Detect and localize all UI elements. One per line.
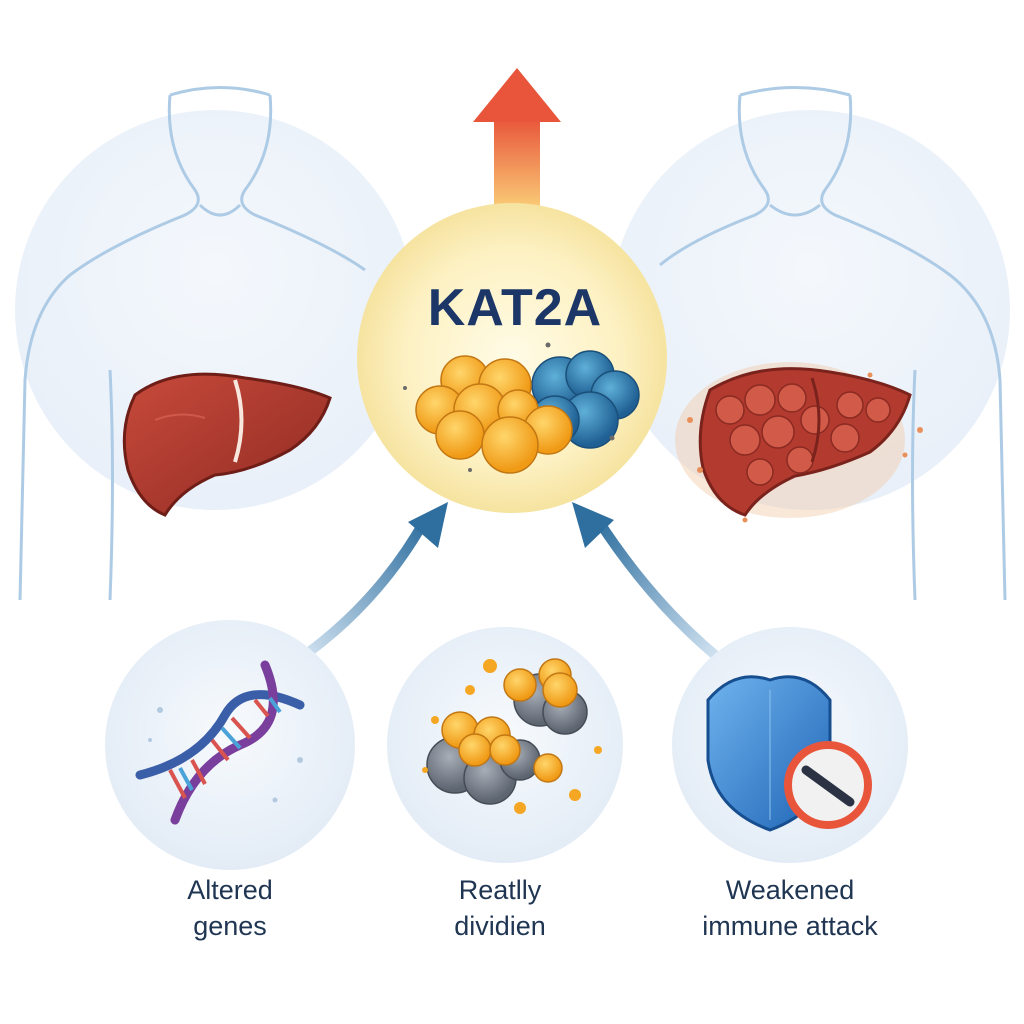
label-line1: Weakened <box>725 875 855 905</box>
factor-weakened-immune <box>672 627 908 863</box>
kat2a-title: KAT2A <box>427 279 603 337</box>
body-outline-left <box>18 86 366 601</box>
label-rapid-division: Reatlly dividien <box>380 872 620 945</box>
protein-complex-icon <box>403 342 640 474</box>
label-line2: dividien <box>454 911 546 942</box>
label-line1: Altered <box>187 875 273 905</box>
factor-rapid-division <box>387 627 623 863</box>
shield-blocked-icon <box>706 675 872 832</box>
label-line2: immune attack <box>702 911 878 942</box>
increase-arrow-icon <box>473 68 561 213</box>
label-altered-genes: Altered genes <box>120 872 340 945</box>
label-line2: genes <box>193 911 267 942</box>
healthy-liver-icon <box>122 372 332 517</box>
body-outline-right <box>659 86 1007 601</box>
cell-cluster-icon <box>422 658 602 814</box>
healthy-body-panel <box>15 86 415 601</box>
factor-altered-genes <box>105 620 355 870</box>
kat2a-circle <box>357 203 667 513</box>
label-weakened-immune: Weakened immune attack <box>650 872 930 945</box>
right-curved-arrow-icon <box>572 502 720 660</box>
label-line1: Reatlly <box>458 875 542 905</box>
no-sign-icon <box>784 741 872 829</box>
diseased-liver-icon <box>675 362 923 523</box>
diseased-body-panel <box>610 86 1010 601</box>
left-curved-arrow-icon <box>300 502 448 660</box>
dna-icon <box>135 660 305 825</box>
